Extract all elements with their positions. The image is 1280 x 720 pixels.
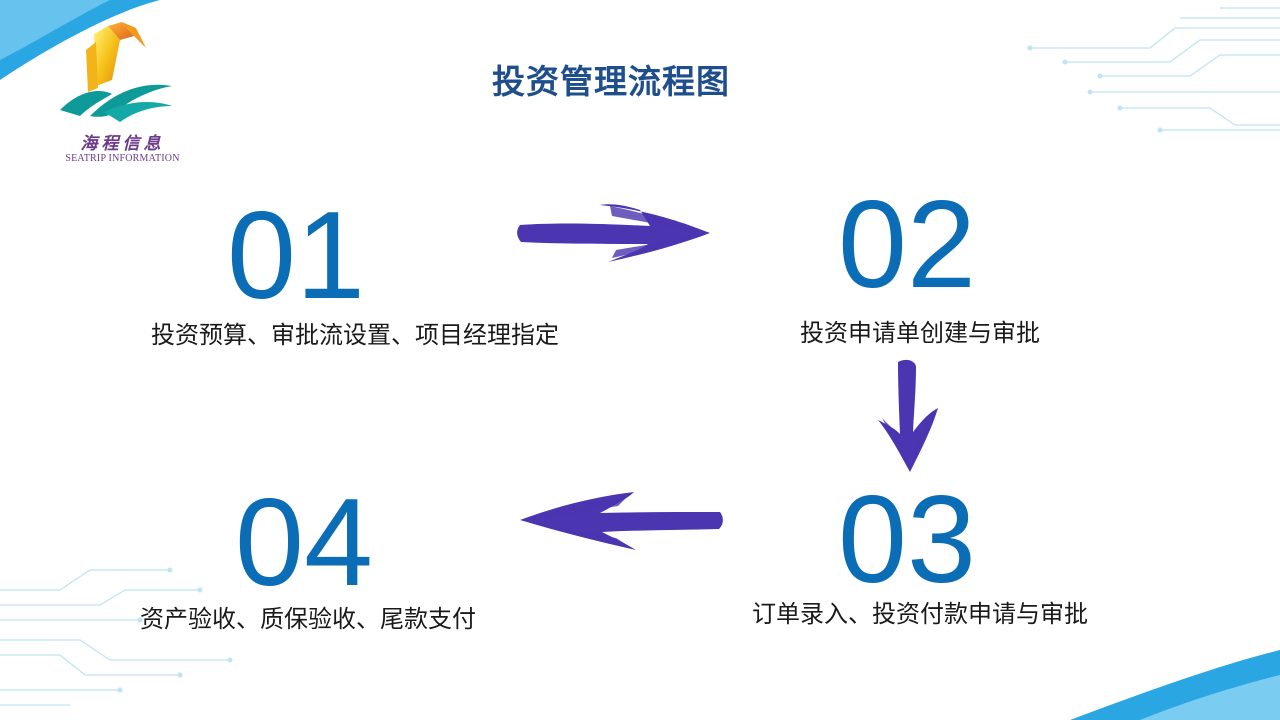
logo-english-name: SEATRIP INFORMATION bbox=[65, 153, 180, 164]
step-text-03: 订单录入、投资付款申请与审批 bbox=[752, 600, 1088, 628]
step-number-04: 04 bbox=[235, 474, 373, 612]
step-text-02: 投资申请单创建与审批 bbox=[800, 319, 1040, 347]
down-arrow bbox=[878, 359, 938, 472]
step-number-01: 01 bbox=[227, 187, 365, 325]
step-number-03: 03 bbox=[838, 471, 976, 609]
step-text-01: 投资预算、审批流设置、项目经理指定 bbox=[151, 321, 559, 349]
logo-emblem-icon bbox=[60, 22, 172, 122]
right-arrow bbox=[517, 204, 710, 262]
company-logo: 海程信息 SEATRIP INFORMATION bbox=[50, 20, 195, 170]
logo-chinese-name: 海程信息 bbox=[80, 134, 165, 154]
page-title: 投资管理流程图 bbox=[492, 62, 730, 101]
step-number-02: 02 bbox=[838, 176, 976, 314]
step-text-04: 资产验收、质保验收、尾款支付 bbox=[140, 605, 476, 633]
left-arrow bbox=[520, 492, 723, 550]
